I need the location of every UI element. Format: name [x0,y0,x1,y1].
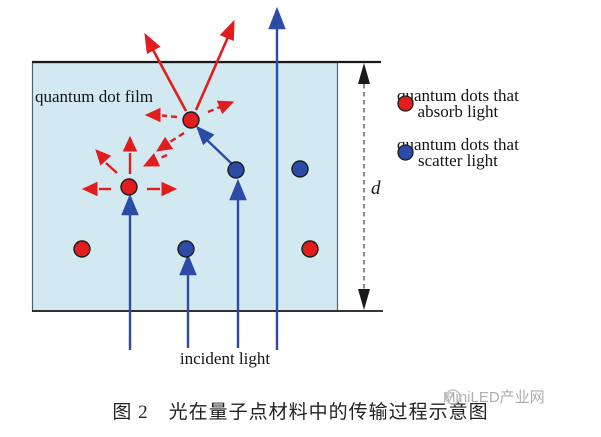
lower-fan-left-head [81,181,98,197]
absorbing-quantum-dots [73,111,319,258]
emitted-ray-upright-head [219,19,235,42]
dimension-arrowhead-down [358,289,370,310]
upper-fan-upright-head [216,100,235,115]
red-dot-icon [397,95,414,112]
legend-scatter-line2: scatter light [418,151,498,170]
emitted-ray-upright-stem [194,36,230,111]
figure-caption: 图 2 光在量子点材料中的传输过程示意图 [0,397,601,424]
incident-light-arrows [121,6,286,350]
legend-absorb-line2: absorb light [417,102,499,121]
film-surfaces [32,60,383,312]
legend-scatter-line1: quantum dots that [397,135,519,154]
upper-fan-downleft2-head [142,153,161,167]
emitted-ray-upleft-stem [150,47,188,112]
upper-fan-upright-stem [207,105,221,114]
legend-absorb-text: quantum dots that absorb light [397,86,519,121]
upper-fan-downleft1-head [156,136,174,152]
blue-dot-middle-right [291,160,309,178]
lower-fan-up-head [122,135,138,152]
dimension-arrowhead-up [358,63,370,84]
upper-fan-downleft2-stem [157,153,168,161]
lower-fan-upleft-head [95,149,112,166]
watermark: MiniLED产业网 [443,386,545,407]
blue-dot-bottom [177,240,195,258]
upper-fan-downleft1-stem [169,131,185,144]
legend-item-absorb: quantum dots that absorb light [397,86,519,121]
incident-arrow-4-through-head [268,6,286,30]
upper-fan-left-stem [161,114,178,119]
incident-arrow-2-head [179,253,197,276]
caption-title: 光在量子点材料中的传输过程示意图 [168,402,489,423]
incident-light-label: incident light [179,349,271,368]
lower-fan-right-head [161,181,178,197]
dimension-label: d [371,178,381,199]
emitted-ray-upleft-head [144,32,161,54]
red-dot-bottom-left [73,240,91,258]
thickness-dimension-marker [358,63,370,310]
legend-item-scatter: quantum dots that scatter light [397,135,519,170]
upper-fan-left-head [144,107,161,123]
blue-dot-middle [227,161,245,179]
incident-arrow-3-head [229,178,247,201]
watermark-logo-icon [445,389,461,405]
scattering-quantum-dots [177,160,309,258]
caption-prefix: 图 2 [112,402,149,423]
legend-scatter-text: quantum dots that scatter light [397,135,519,170]
quantum-dots [73,111,319,258]
lower-fan-upleft-stem [105,162,118,174]
watermark-text: MiniLED产业网 [443,389,545,406]
film-label: quantum dot film [35,87,154,106]
scattered-blue-arrow-stem [206,139,232,164]
red-scatter-arrows [81,19,235,197]
red-dot-bottom-right [301,240,319,258]
red-dot-middle [120,178,138,196]
legend-absorb-line1: quantum dots that [397,86,519,105]
blue-dot-icon [397,144,414,161]
red-dot-upper [182,111,200,129]
scattered-blue-arrow-head [195,125,215,146]
incident-arrow-1-head [121,193,139,216]
